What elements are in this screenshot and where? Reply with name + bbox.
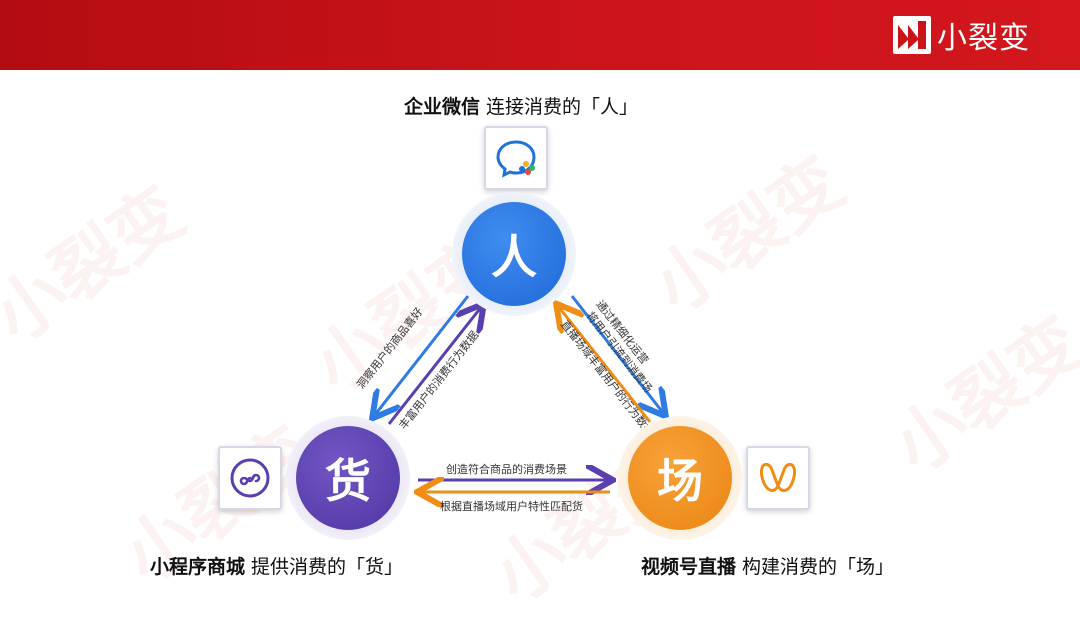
node-title-goods: 小程序商城 提供消费的「货」 bbox=[150, 556, 404, 578]
brand-name: 小裂变 bbox=[937, 21, 1030, 56]
node-people[interactable]: 人 bbox=[462, 202, 566, 306]
brand-logo[interactable]: 小裂变 bbox=[893, 14, 1030, 56]
node-title-people: 企业微信 连接消费的「人」 bbox=[404, 96, 639, 118]
arrow-people-to-goods bbox=[374, 295, 470, 416]
arrow-goods-to-people bbox=[387, 306, 482, 425]
channels-icon[interactable] bbox=[746, 446, 810, 510]
logo-mark-icon bbox=[893, 16, 931, 54]
node-title-field: 视频号直播 构建消费的「场」 bbox=[641, 556, 895, 578]
relation-arrows bbox=[0, 295, 1080, 608]
node-field[interactable]: 场 bbox=[628, 426, 732, 530]
arrow-people-to-field bbox=[570, 295, 664, 414]
node-goods[interactable]: 货 bbox=[296, 426, 400, 530]
arrow-field-to-people bbox=[558, 306, 652, 423]
wecom-icon[interactable] bbox=[484, 126, 548, 190]
mini-program-icon[interactable] bbox=[218, 446, 282, 510]
edge-label-bottom-bottom: 根据直播场域用户特性匹配货 bbox=[440, 500, 583, 513]
edge-label-bottom-top: 创造符合商品的消费场景 bbox=[446, 463, 567, 476]
header-bar: 小裂变 bbox=[0, 0, 1080, 70]
